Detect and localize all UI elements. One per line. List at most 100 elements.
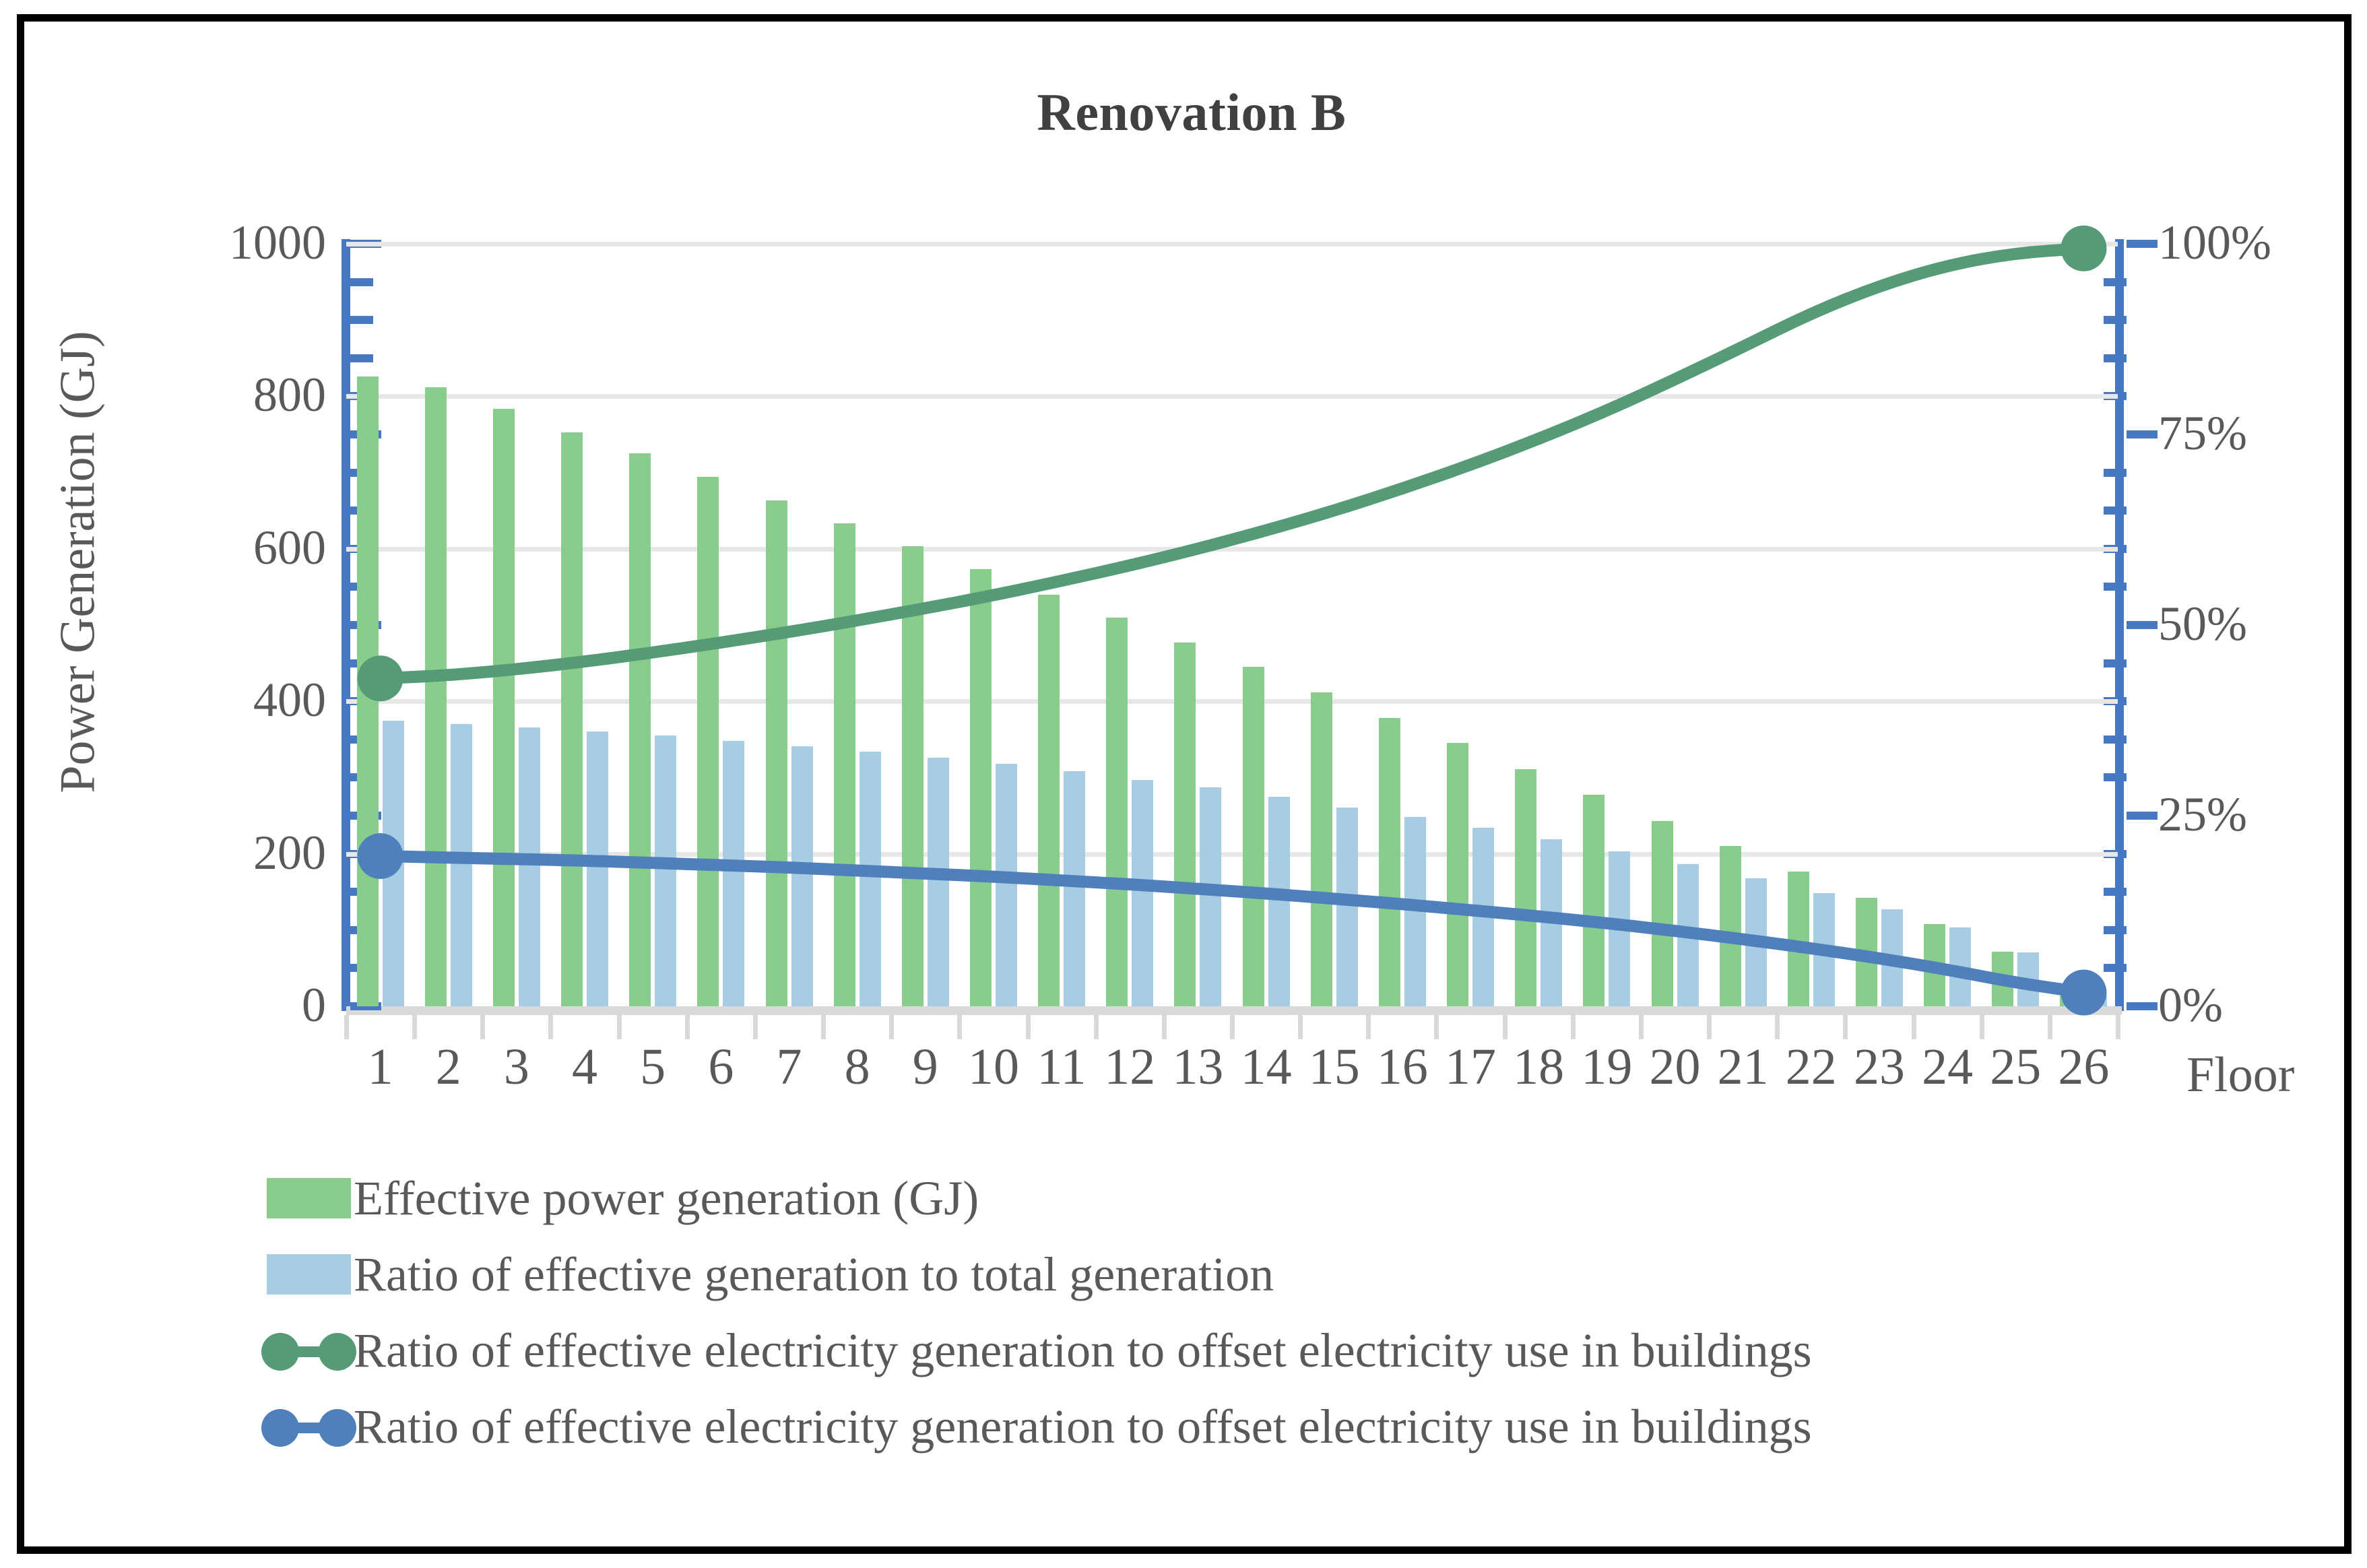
bar [833, 523, 855, 1006]
gridline [346, 699, 2118, 705]
right-minor-tick [2104, 888, 2127, 896]
bar [859, 751, 881, 1006]
bar [492, 408, 515, 1006]
legend-item[interactable]: Ratio of effective electricity generatio… [261, 1388, 2288, 1464]
x-tick-label: 26 [2058, 1039, 2110, 1095]
right-major-tick [2127, 240, 2158, 248]
bar [1242, 667, 1264, 1006]
x-tick [684, 1015, 690, 1039]
y2-tick-label: 50% [2158, 597, 2247, 651]
bar [969, 569, 992, 1006]
legend-label: Ratio of effective electricity generatio… [354, 1399, 1812, 1453]
bar [1064, 771, 1086, 1006]
right-minor-tick [2104, 735, 2127, 744]
x-tick-label: 3 [503, 1039, 529, 1095]
x-tick [1979, 1015, 1984, 1039]
bar [1268, 796, 1290, 1006]
left-minor-tick [350, 354, 373, 362]
x-tick-label: 25 [1990, 1039, 2042, 1095]
x-tick-label: 21 [1717, 1039, 1769, 1095]
y-tick-label: 600 [253, 520, 326, 575]
legend-marker-right-icon [319, 1408, 356, 1447]
x-tick-label: 4 [572, 1039, 598, 1095]
bar [723, 741, 745, 1006]
x-tick [1161, 1015, 1167, 1039]
line-series-group [357, 225, 2107, 1016]
line-marker [2061, 225, 2107, 271]
right-minor-tick [2104, 316, 2127, 325]
x-tick [752, 1015, 758, 1039]
x-tick-label: 24 [1922, 1039, 1974, 1095]
x-tick-label: 11 [1037, 1039, 1087, 1095]
x-tick [548, 1015, 554, 1039]
x-tick-label: 19 [1581, 1039, 1633, 1095]
bar [587, 731, 609, 1006]
legend-marker-right-icon [319, 1332, 356, 1371]
legend-swatch-icon [267, 1253, 351, 1295]
y2-tick-label: 100% [2158, 216, 2271, 269]
x-tick-label: 7 [776, 1039, 802, 1095]
x-tick-label: 16 [1376, 1039, 1428, 1095]
chart-frame-border: Renovation B Power Generation (GJ) Floor… [17, 14, 2352, 1554]
bar [995, 764, 1017, 1006]
x-tick [1638, 1015, 1644, 1039]
x-tick [1298, 1015, 1303, 1039]
chart-legend: Effective power generation (GJ) Ratio of … [261, 1160, 2288, 1464]
left-minor-tick [350, 277, 373, 286]
bar [424, 387, 447, 1006]
right-minor-tick [2104, 507, 2127, 515]
legend-label: Effective power generation (GJ) [354, 1171, 979, 1225]
right-major-tick [2127, 812, 2158, 820]
bar [1200, 787, 1222, 1006]
bar [765, 500, 787, 1006]
x-tick-label: 8 [844, 1039, 870, 1095]
right-minor-tick [2104, 925, 2127, 934]
x-tick [957, 1015, 963, 1039]
x-tick [344, 1015, 349, 1039]
x-tick [1025, 1015, 1031, 1039]
x-tick [1911, 1015, 1916, 1039]
x-tick [616, 1015, 622, 1039]
x-tick-label: 2 [435, 1039, 461, 1095]
gridline [346, 851, 2118, 857]
right-minor-tick [2104, 277, 2127, 286]
y2-tick-label: 0% [2158, 978, 2223, 1032]
right-minor-tick [2104, 468, 2127, 477]
bar [1719, 846, 1741, 1006]
line-marker [357, 655, 403, 702]
x-tick-label: 18 [1513, 1039, 1565, 1095]
x-tick-label: 15 [1308, 1039, 1360, 1095]
line-series [374, 242, 2090, 685]
x-tick-label: 1 [367, 1039, 393, 1095]
x-tick [1502, 1015, 1507, 1039]
legend-marker-left-icon [261, 1408, 299, 1447]
bottom-axis-line [346, 1006, 2122, 1015]
x-tick [889, 1015, 895, 1039]
gridline [346, 546, 2118, 552]
x-tick-label: 6 [708, 1039, 734, 1095]
x-tick [2116, 1015, 2120, 1039]
chart-title: Renovation B [1037, 83, 1347, 141]
right-major-tick [2127, 621, 2158, 629]
left-axis-line [342, 239, 350, 1011]
y-tick-label: 400 [253, 673, 326, 727]
legend-item[interactable]: Ratio of effective generation to total g… [267, 1236, 2288, 1312]
plot-area [346, 225, 2118, 1016]
x-tick [1707, 1015, 1712, 1039]
line-series [374, 849, 2090, 999]
right-minor-tick [2104, 659, 2127, 667]
legend-item[interactable]: Ratio of effective electricity generatio… [261, 1312, 2288, 1388]
x-tick [821, 1015, 826, 1039]
left-minor-tick [350, 316, 373, 325]
right-axis-line [2115, 239, 2124, 1011]
right-major-tick [2127, 430, 2158, 438]
x-tick-label: 5 [640, 1039, 666, 1095]
legend-label: Ratio of effective electricity generatio… [354, 1323, 1812, 1377]
bar [1174, 643, 1196, 1006]
bar [561, 432, 583, 1006]
bar [1132, 779, 1154, 1006]
bar [791, 746, 813, 1006]
legend-swatch-icon [267, 1177, 351, 1218]
legend-item[interactable]: Effective power generation (GJ) [267, 1160, 2288, 1236]
